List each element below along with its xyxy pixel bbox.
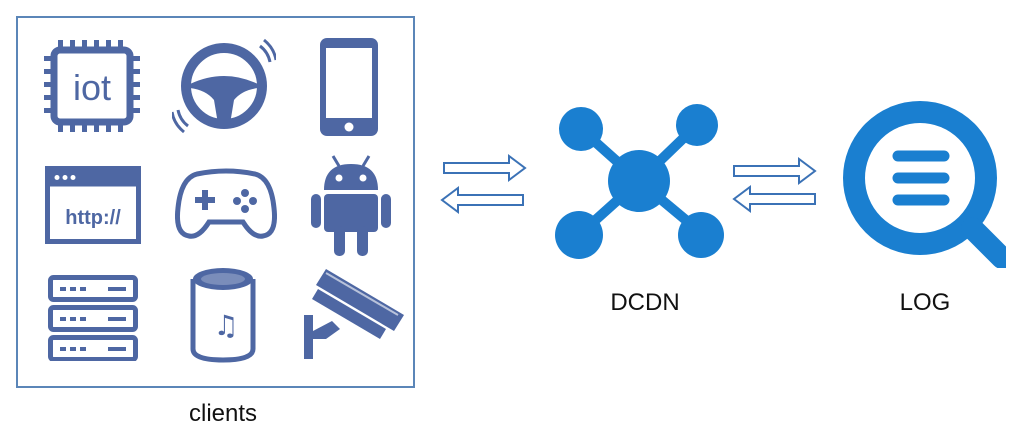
iot-text: iot — [73, 67, 111, 108]
gamepad-icon — [175, 168, 277, 239]
http-text: http:// — [65, 207, 121, 229]
log-arrow-right — [733, 157, 817, 185]
log-search-icon — [843, 101, 1006, 268]
security-camera-icon — [304, 269, 404, 359]
log-label: LOG — [899, 289, 951, 316]
clients-box — [16, 16, 415, 388]
response-arrow-left — [440, 186, 524, 214]
request-arrow-right — [443, 154, 527, 182]
browser-window-icon: http:// — [45, 166, 141, 244]
smartphone-icon — [320, 38, 378, 136]
iot-chip-icon: iot — [44, 40, 140, 132]
log-arrow-left — [732, 185, 816, 213]
dcdn-label: DCDN — [610, 289, 680, 316]
smart-speaker-icon: ♫ — [190, 268, 256, 363]
server-rack-icon — [48, 275, 138, 361]
network-hub-icon — [555, 104, 724, 259]
android-icon — [311, 155, 391, 256]
clients-label: clients — [188, 400, 258, 427]
music-note-text: ♫ — [213, 309, 238, 342]
steering-wheel-icon — [172, 38, 276, 134]
